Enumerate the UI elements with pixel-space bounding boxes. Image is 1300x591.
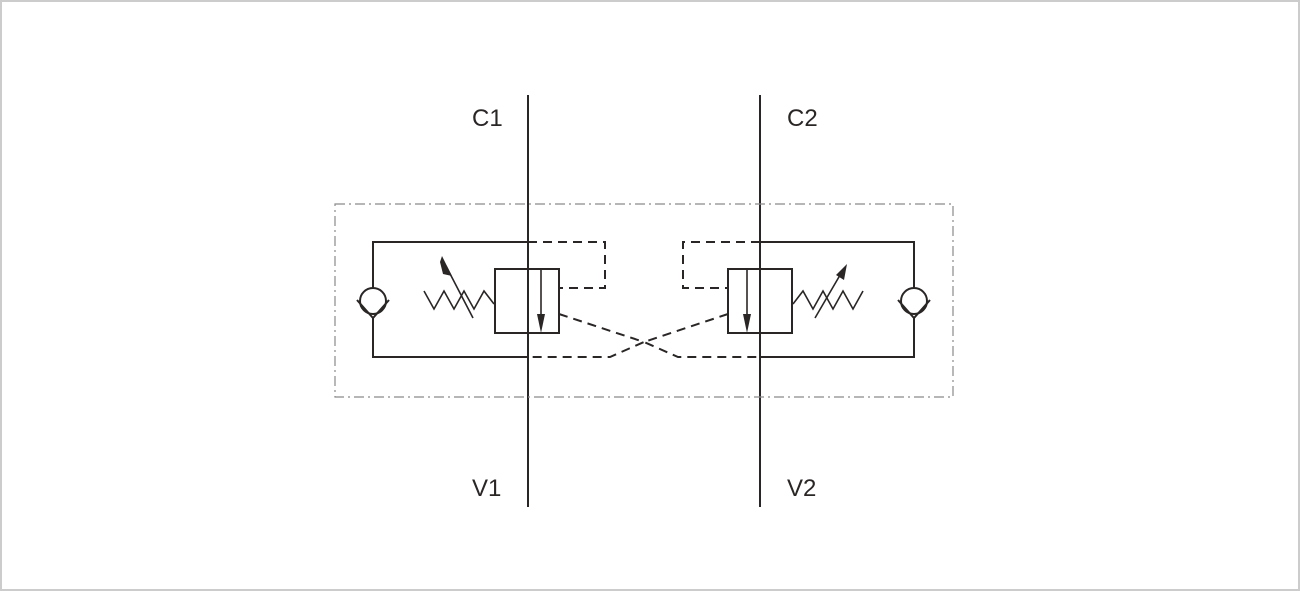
left-bypass-top	[372, 241, 528, 288]
relief-valve-left	[494, 268, 560, 334]
right-bypass-bottom	[760, 318, 915, 358]
relief-valve-right-envelope	[727, 268, 793, 334]
flow-arrow-left-icon	[537, 314, 545, 333]
valve-body-boundary	[334, 203, 954, 398]
flow-arrow-right-icon	[743, 314, 751, 333]
port-label-v2: V2	[787, 475, 816, 502]
right-valve-section	[682, 241, 931, 358]
relief-valve-left-envelope	[494, 268, 560, 334]
check-valve-right-icon	[897, 287, 931, 320]
port-label-c2: C2	[787, 105, 818, 132]
right-pilot-loop	[682, 241, 760, 289]
left-bypass-bottom	[372, 318, 528, 358]
port-label-c1: C1	[472, 105, 503, 132]
left-valve-section	[356, 241, 606, 358]
check-valve-left-icon	[356, 287, 390, 320]
adjustable-spring-left-icon	[423, 256, 495, 319]
adjustable-spring-right-icon	[792, 264, 864, 319]
port-label-v1: V1	[472, 475, 501, 502]
relief-valve-right	[727, 268, 793, 334]
left-pilot-loop	[528, 241, 606, 289]
cross-pilot-right-to-left	[641, 313, 760, 358]
cross-pilot-left-to-right	[528, 313, 647, 358]
right-bypass-top	[760, 241, 915, 288]
